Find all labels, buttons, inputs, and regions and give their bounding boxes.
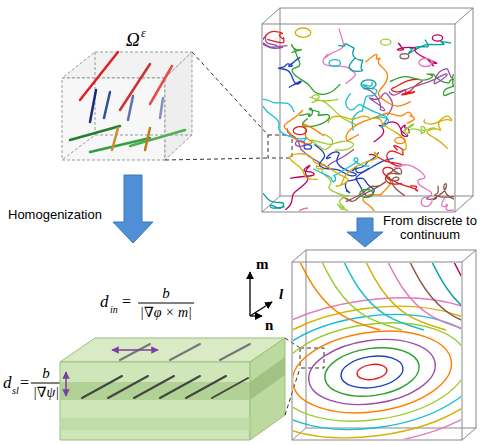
contour-line	[454, 263, 461, 330]
formula-subscript: sl	[12, 385, 19, 396]
dislocation-loop	[381, 39, 391, 45]
domain-symbol: Ω	[126, 30, 140, 51]
dislocation-loop	[395, 137, 405, 143]
contour-line	[304, 332, 439, 412]
formula-symbol: d	[3, 374, 12, 393]
dislocation-loop	[432, 35, 442, 41]
continuum-arrow	[347, 218, 383, 247]
contour-line	[344, 263, 424, 330]
dislocation-line	[285, 165, 314, 210]
domain-superscript: ε	[141, 27, 146, 40]
fraction-bar	[31, 383, 61, 384]
homogenized-slab	[60, 338, 285, 440]
axis-label: l	[279, 286, 283, 303]
formula-operator: =	[20, 374, 29, 392]
contour-line	[300, 263, 380, 330]
dislocation-tangle	[263, 28, 454, 211]
density-contours	[293, 263, 461, 439]
contour-line	[293, 291, 461, 439]
dislocation-loop	[304, 145, 311, 149]
step-label: From discrete to continuum	[383, 214, 477, 243]
dislocation-loop	[293, 127, 306, 135]
dislocation-loop	[400, 54, 409, 59]
frame-axes	[250, 272, 272, 316]
formula-numerator: b	[42, 365, 50, 382]
dislocation-line	[390, 74, 454, 87]
dislocation-line	[369, 146, 404, 166]
dislocation-line	[299, 208, 327, 211]
step-label: Homogenization	[8, 208, 102, 222]
microstructure-slab	[62, 52, 192, 160]
formula-denominator: |∇φ × m|	[140, 305, 192, 320]
fraction-bar	[138, 303, 194, 304]
dislocation-segments	[70, 52, 185, 152]
contour-line	[293, 281, 461, 439]
dislocation-line	[327, 152, 378, 186]
dislocation-line	[311, 134, 353, 150]
dislocation-line	[278, 57, 301, 87]
formula-operator: =	[122, 293, 131, 311]
dislocation-line	[328, 116, 406, 151]
dislocation-line	[363, 176, 394, 211]
formula-symbol: d	[100, 293, 109, 312]
dislocation-line	[263, 35, 287, 49]
dislocation-loop	[360, 190, 373, 198]
contour-line	[388, 263, 461, 330]
dislocation-loop	[295, 28, 310, 37]
contour-line	[322, 342, 423, 402]
dislocation-loop	[361, 80, 376, 89]
dislocation-line	[391, 79, 422, 95]
dislocation-line	[424, 116, 452, 148]
contour-line	[293, 322, 457, 423]
zoom-leader	[165, 52, 292, 160]
dislocation-line	[442, 198, 454, 211]
dislocation-line	[323, 28, 355, 83]
zoom-leader	[285, 338, 324, 415]
dislocation-line	[404, 124, 436, 134]
dislocation-line	[263, 192, 284, 209]
dislocation-loop	[329, 60, 340, 67]
homogenization-arrow	[113, 175, 153, 243]
continuum-box	[292, 250, 476, 440]
contour-line	[432, 263, 461, 330]
dislocation-line	[338, 44, 363, 71]
contour-line	[339, 352, 405, 391]
contour-line	[356, 363, 388, 382]
axis-label: n	[265, 317, 273, 334]
dislocation-loop	[419, 58, 432, 66]
axis-label: m	[256, 256, 269, 273]
dislocation-loop	[295, 141, 304, 146]
dislocation-line	[389, 69, 452, 96]
spacing-arrow	[65, 372, 67, 396]
dislocation-line	[342, 182, 385, 202]
spacing-arrow	[112, 349, 158, 351]
dislocation-line	[284, 110, 324, 144]
dislocation-line	[387, 168, 405, 196]
contour-line	[322, 263, 402, 330]
dislocation-line	[394, 165, 432, 207]
formula-denominator: |∇ψ|	[33, 385, 59, 400]
contour-line	[366, 263, 446, 330]
dislocation-line	[310, 95, 356, 125]
dislocation-line	[263, 99, 307, 143]
dislocation-line	[397, 43, 437, 66]
formula-subscript: in	[110, 304, 118, 315]
dislocation-lines	[82, 344, 250, 398]
dislocation-line	[313, 158, 369, 182]
formula-numerator: b	[162, 285, 170, 302]
